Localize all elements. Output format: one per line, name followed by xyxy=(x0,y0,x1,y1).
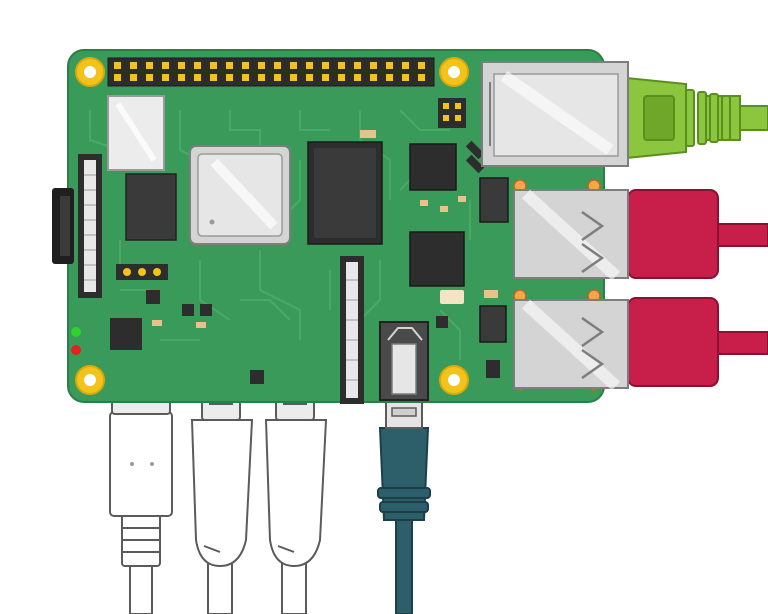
wireless-module xyxy=(107,95,165,171)
gpio-pin xyxy=(114,62,121,69)
gpio-pin xyxy=(210,62,217,69)
ethernet-cable xyxy=(625,76,768,160)
ethernet-port xyxy=(481,61,629,167)
gpio-pin xyxy=(146,74,153,81)
gpio-pin xyxy=(226,74,233,81)
gpio-pin xyxy=(322,62,329,69)
ram-chip xyxy=(307,141,383,245)
gpio-pin xyxy=(402,62,409,69)
gpio-pin xyxy=(274,62,281,69)
audio-jack xyxy=(379,321,429,401)
usb-port-lower xyxy=(513,289,629,391)
gpio-pin xyxy=(178,74,185,81)
small-components xyxy=(110,98,500,384)
status-leds xyxy=(71,327,81,355)
gpio-pin xyxy=(194,74,201,81)
gpio-pin xyxy=(258,62,265,69)
gpio-pin xyxy=(290,62,297,69)
gpio-pin xyxy=(418,74,425,81)
usb-cable-upper xyxy=(627,189,768,279)
gpio-pin xyxy=(386,62,393,69)
gpio-pin xyxy=(130,62,137,69)
gpio-pin xyxy=(354,74,361,81)
gpio-pin xyxy=(274,74,281,81)
poe-header xyxy=(116,264,168,280)
gpio-header xyxy=(107,57,435,87)
gpio-pin xyxy=(242,62,249,69)
gpio-pin xyxy=(210,74,217,81)
gpio-pin xyxy=(354,62,361,69)
gpio-pin xyxy=(322,74,329,81)
gpio-pin xyxy=(402,74,409,81)
power-chip xyxy=(125,173,177,241)
usb-port-upper xyxy=(513,179,629,281)
gpio-pin xyxy=(258,74,265,81)
sd-card xyxy=(52,188,74,264)
ethernet-controller-chip xyxy=(479,177,509,343)
gpio-pin xyxy=(178,62,185,69)
mounting-holes xyxy=(75,57,469,395)
gpio-pin xyxy=(194,62,201,69)
gpio-pin xyxy=(146,62,153,69)
gpio-pin xyxy=(338,74,345,81)
gpio-pin xyxy=(370,62,377,69)
gpio-pin xyxy=(290,74,297,81)
gpio-pin xyxy=(418,62,425,69)
gpio-pin xyxy=(386,74,393,81)
gpio-pin xyxy=(306,74,313,81)
usb-controller-chip xyxy=(409,143,465,287)
gpio-pin xyxy=(306,62,313,69)
audio-cable xyxy=(377,397,431,614)
usb-cable-lower xyxy=(627,297,768,387)
gpio-pin xyxy=(114,74,121,81)
camera-connector xyxy=(340,256,364,404)
gpio-pin xyxy=(130,74,137,81)
display-connector xyxy=(78,154,102,298)
gpio-pin xyxy=(162,74,169,81)
gpio-pin xyxy=(370,74,377,81)
gpio-pin xyxy=(162,62,169,69)
gpio-pin xyxy=(338,62,345,69)
gpio-pin xyxy=(242,74,249,81)
gpio-pin xyxy=(226,62,233,69)
soc-chip xyxy=(189,145,291,245)
